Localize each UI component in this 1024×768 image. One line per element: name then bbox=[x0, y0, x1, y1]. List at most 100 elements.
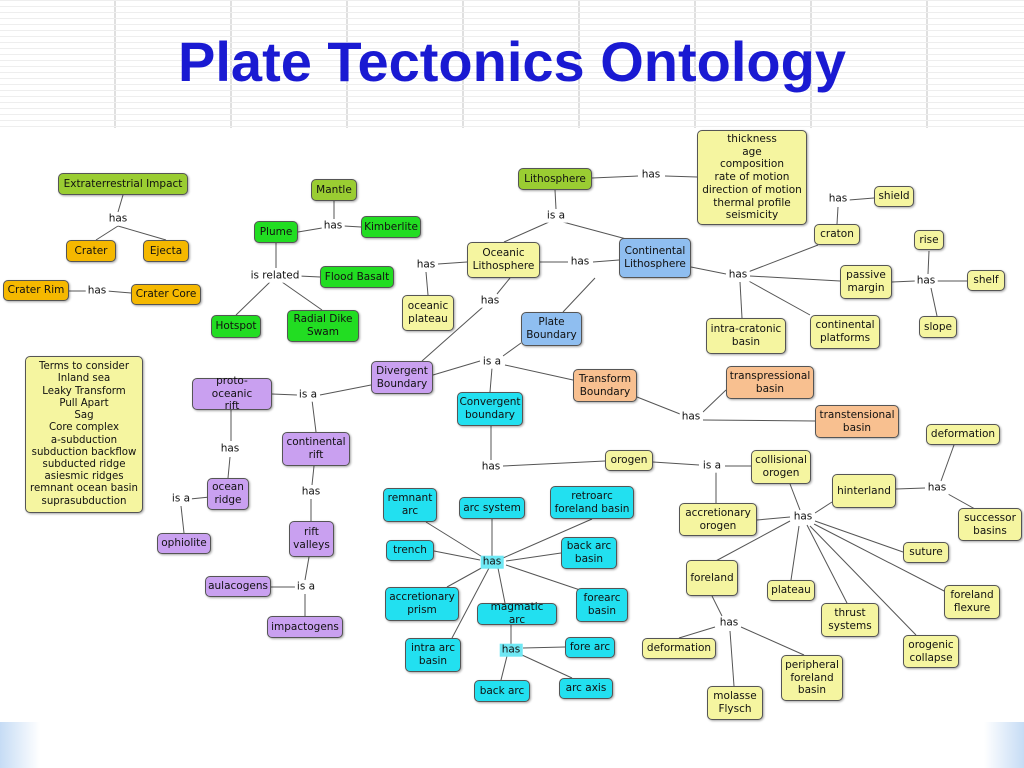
connector-line bbox=[740, 626, 805, 656]
connector-line bbox=[702, 419, 816, 422]
connector-line bbox=[117, 225, 167, 241]
node-continental-platforms: continental platforms bbox=[810, 315, 880, 349]
node-properties: thickness age composition rate of motion… bbox=[697, 130, 807, 225]
connector-line bbox=[500, 655, 508, 681]
node-flood-basalt: Flood Basalt bbox=[320, 266, 394, 288]
relation-label: has bbox=[499, 643, 523, 657]
node-arc-system: arc system bbox=[459, 497, 525, 519]
node-back-arc-basin: back arc basin bbox=[561, 537, 617, 569]
connector-line bbox=[747, 244, 819, 273]
connector-line bbox=[271, 393, 298, 396]
node-aulacogens: aulacogens bbox=[205, 576, 271, 597]
connector-line bbox=[235, 281, 271, 316]
node-intra-arc-basin: intra arc basin bbox=[405, 638, 461, 672]
relation-label: is a bbox=[169, 492, 193, 506]
node-crater-core: Crater Core bbox=[131, 284, 201, 305]
relation-label: is a bbox=[294, 580, 318, 594]
node-impactogens: impactogens bbox=[267, 616, 343, 638]
connector-line bbox=[502, 460, 606, 467]
connector-line bbox=[505, 564, 581, 591]
node-accretionary-orogen: accretionary orogen bbox=[679, 503, 757, 536]
node-ejecta: Ejecta bbox=[143, 240, 189, 262]
node-shelf: shelf bbox=[967, 270, 1005, 291]
node-orogen: orogen bbox=[605, 450, 653, 471]
footer-gradient-left bbox=[0, 722, 40, 768]
connector-line bbox=[891, 280, 916, 283]
node-divergent-boundary: Divergent Boundary bbox=[371, 361, 433, 394]
node-oceanic-plateau: oceanic plateau bbox=[402, 295, 454, 331]
connector-line bbox=[189, 496, 211, 500]
node-plume: Plume bbox=[254, 221, 298, 243]
connector-line bbox=[432, 360, 481, 376]
node-crater: Crater bbox=[66, 240, 116, 262]
node-transpressional-basin: transpressional basin bbox=[726, 366, 814, 399]
connector-line bbox=[554, 189, 557, 210]
node-trench: trench bbox=[386, 540, 434, 561]
connector-line bbox=[421, 305, 485, 362]
node-forearc-basin: forearc basin bbox=[576, 588, 628, 622]
relation-label: has bbox=[717, 616, 741, 630]
connector-line bbox=[311, 465, 315, 486]
connector-line bbox=[496, 277, 511, 295]
connector-line bbox=[895, 487, 926, 490]
connector-line bbox=[562, 277, 596, 313]
connector-line bbox=[298, 275, 321, 278]
node-plateau: plateau bbox=[767, 580, 815, 601]
connector-line bbox=[497, 567, 506, 604]
connector-line bbox=[848, 197, 875, 201]
node-lithosphere: Lithosphere bbox=[518, 168, 592, 190]
node-arc-axis: arc axis bbox=[559, 678, 613, 699]
node-convergent-boundary: Convergent boundary bbox=[457, 392, 523, 426]
node-molasse-flysch: molasse Flysch bbox=[707, 686, 763, 720]
relation-label: is a bbox=[480, 355, 504, 369]
relation-label: has bbox=[299, 485, 323, 499]
node-foreland: foreland bbox=[686, 560, 738, 596]
connector-line bbox=[636, 396, 681, 415]
node-kimberlite: Kimberlite bbox=[361, 216, 421, 238]
connector-line bbox=[814, 520, 904, 553]
connector-line bbox=[702, 389, 727, 413]
connector-line bbox=[343, 225, 362, 228]
node-collisional-orogen: collisional orogen bbox=[751, 450, 811, 484]
connector-line bbox=[809, 525, 917, 636]
node-peripheral-foreland-basin: peripheral foreland basin bbox=[781, 655, 843, 701]
node-plate-boundary: Plate Boundary bbox=[521, 312, 582, 346]
connector-line bbox=[437, 261, 468, 265]
connector-line bbox=[446, 565, 486, 588]
connector-line bbox=[433, 550, 481, 561]
relation-label: has bbox=[218, 442, 242, 456]
node-suture: suture bbox=[903, 542, 949, 563]
connector-line bbox=[502, 518, 593, 559]
node-transtensional-basin: transtensional basin bbox=[815, 405, 899, 438]
relation-label: has bbox=[85, 284, 109, 298]
connector-line bbox=[503, 221, 550, 243]
node-orogenic-collapse: orogenic collapse bbox=[903, 635, 959, 668]
node-hotspot: Hotspot bbox=[211, 315, 261, 338]
connector-line bbox=[927, 250, 930, 275]
relation-label: has bbox=[480, 555, 504, 569]
connector-line bbox=[678, 626, 716, 639]
connector-line bbox=[790, 525, 800, 581]
connector-line bbox=[425, 521, 485, 559]
node-deformation-top: deformation bbox=[926, 424, 1000, 445]
relation-label: has bbox=[726, 268, 750, 282]
relation-label: has bbox=[478, 294, 502, 308]
connector-line bbox=[592, 259, 620, 263]
relation-label: has bbox=[568, 255, 592, 269]
relation-label: has bbox=[321, 219, 345, 233]
connector-line bbox=[744, 278, 811, 316]
node-radial-dike-swam: Radial Dike Swam bbox=[287, 310, 359, 342]
relation-label: has bbox=[914, 274, 938, 288]
connector-line bbox=[652, 461, 700, 466]
page-title: Plate Tectonics Ontology bbox=[178, 30, 846, 93]
node-retroarc-foreland-basin: retroarc foreland basin bbox=[550, 486, 634, 519]
connector-line bbox=[814, 501, 833, 514]
node-slope: slope bbox=[919, 316, 957, 338]
connector-line bbox=[711, 595, 723, 617]
node-continental-rift: continental rift bbox=[282, 432, 350, 466]
connector-line bbox=[304, 556, 310, 581]
connector-line bbox=[319, 384, 372, 396]
connector-line bbox=[940, 444, 955, 482]
node-crater-rim: Crater Rim bbox=[3, 280, 69, 301]
node-foreland-flexure: foreland flexure bbox=[944, 585, 1000, 619]
